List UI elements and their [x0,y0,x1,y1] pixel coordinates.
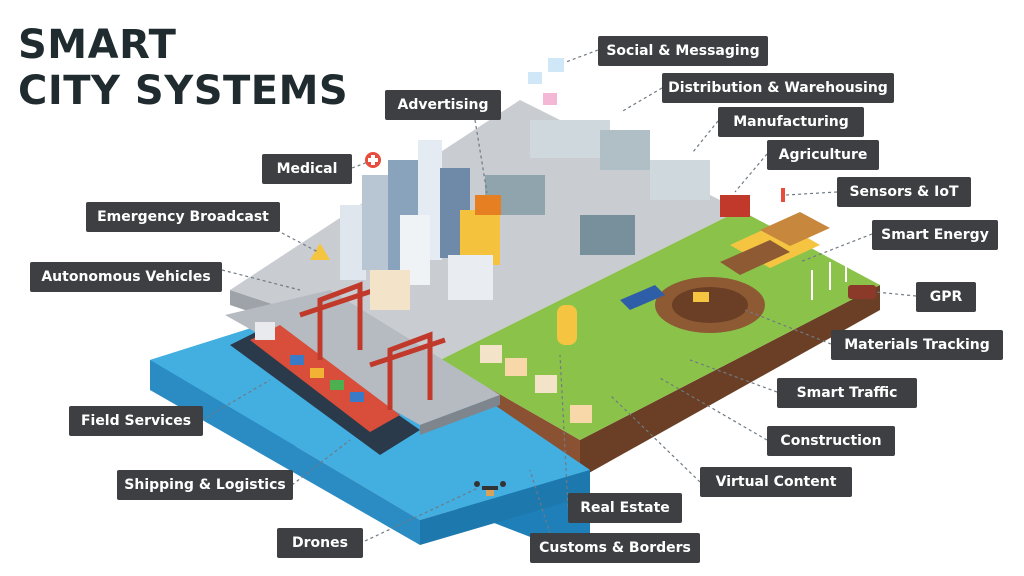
label-field-services: Field Services [69,406,203,436]
virtual-content-figure [557,305,577,345]
title-line-1: SMART [18,22,177,68]
label-advertising: Advertising [385,90,501,120]
label-agriculture: Agriculture [767,140,879,170]
farm-fields [720,212,830,275]
title-line-2: CITY SYSTEMS [18,68,349,114]
leader-lines [201,49,917,542]
billboard-icon [475,195,501,215]
label-drones: Drones [277,528,363,558]
label-sensors-iot: Sensors & IoT [837,177,971,207]
wind-turbine-icon [811,255,847,300]
label-emergency-broadcast: Emergency Broadcast [86,202,280,232]
label-social-messaging: Social & Messaging [598,36,768,66]
label-construction: Construction [767,426,895,456]
label-distribution-warehousing: Distribution & Warehousing [662,73,894,103]
medical-cross-icon [365,152,381,168]
label-shipping-logistics: Shipping & Logistics [117,470,293,500]
label-gpr: GPR [916,282,976,312]
label-autonomous-vehicles: Autonomous Vehicles [30,262,222,292]
label-medical: Medical [262,154,352,184]
drone-icon [474,481,506,496]
city-buildings [340,120,750,310]
label-customs-borders: Customs & Borders [530,533,700,563]
pipe-icon [848,285,876,299]
construction-pit [655,277,765,333]
thermometer-icon [781,188,785,202]
cargo-ship [230,322,420,455]
label-smart-traffic: Smart Traffic [777,378,917,408]
chat-bubble-icon [528,58,564,105]
label-manufacturing: Manufacturing [718,107,864,137]
solar-panel-icon [620,285,665,310]
residential-houses [480,345,592,423]
label-smart-energy: Smart Energy [872,220,998,250]
label-real-estate: Real Estate [568,493,682,523]
port-cranes [299,281,446,410]
label-virtual-content: Virtual Content [700,467,852,497]
page-title: SMART CITY SYSTEMS [18,22,348,114]
warning-sign-icon [310,243,330,260]
label-materials-tracking: Materials Tracking [831,330,1003,360]
